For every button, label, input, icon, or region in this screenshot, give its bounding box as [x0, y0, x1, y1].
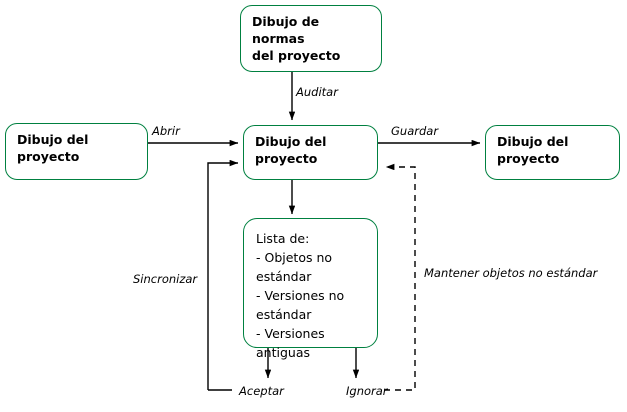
edge-mantener: [384, 163, 416, 391]
edge-label-sincronizar: Sincronizar: [133, 272, 198, 286]
edge-label-guardar: Guardar: [391, 124, 439, 138]
node-saved-drawing-label: Dibujo del proyecto: [497, 134, 569, 166]
edge-label-abrir: Abrir: [152, 124, 180, 138]
edge-sincronizar: [207, 159, 239, 390]
edge-label-mantener: Mantener objetos no estándar: [424, 266, 598, 280]
edge-label-ignorar: Ignorar: [346, 384, 388, 398]
node-issues-list[interactable]: Lista de: - Objetos no estándar - Versio…: [243, 218, 378, 360]
node-saved-drawing[interactable]: Dibujo del proyecto: [485, 125, 620, 180]
edge-label-aceptar: Aceptar: [239, 384, 284, 398]
edge-aceptar: [208, 348, 272, 391]
node-standards-drawing-label: Dibujo de normas del proyecto: [252, 14, 341, 63]
node-standards-drawing[interactable]: Dibujo de normas del proyecto: [240, 5, 382, 72]
node-issues-list-label: Lista de: - Objetos no estándar - Versio…: [256, 231, 345, 360]
node-source-drawing-label: Dibujo del proyecto: [17, 132, 89, 164]
node-current-drawing-label: Dibujo del proyecto: [255, 134, 327, 166]
node-current-drawing[interactable]: Dibujo del proyecto: [243, 125, 378, 180]
edge-label-auditar: Auditar: [296, 85, 338, 99]
node-source-drawing[interactable]: Dibujo del proyecto: [5, 123, 148, 180]
